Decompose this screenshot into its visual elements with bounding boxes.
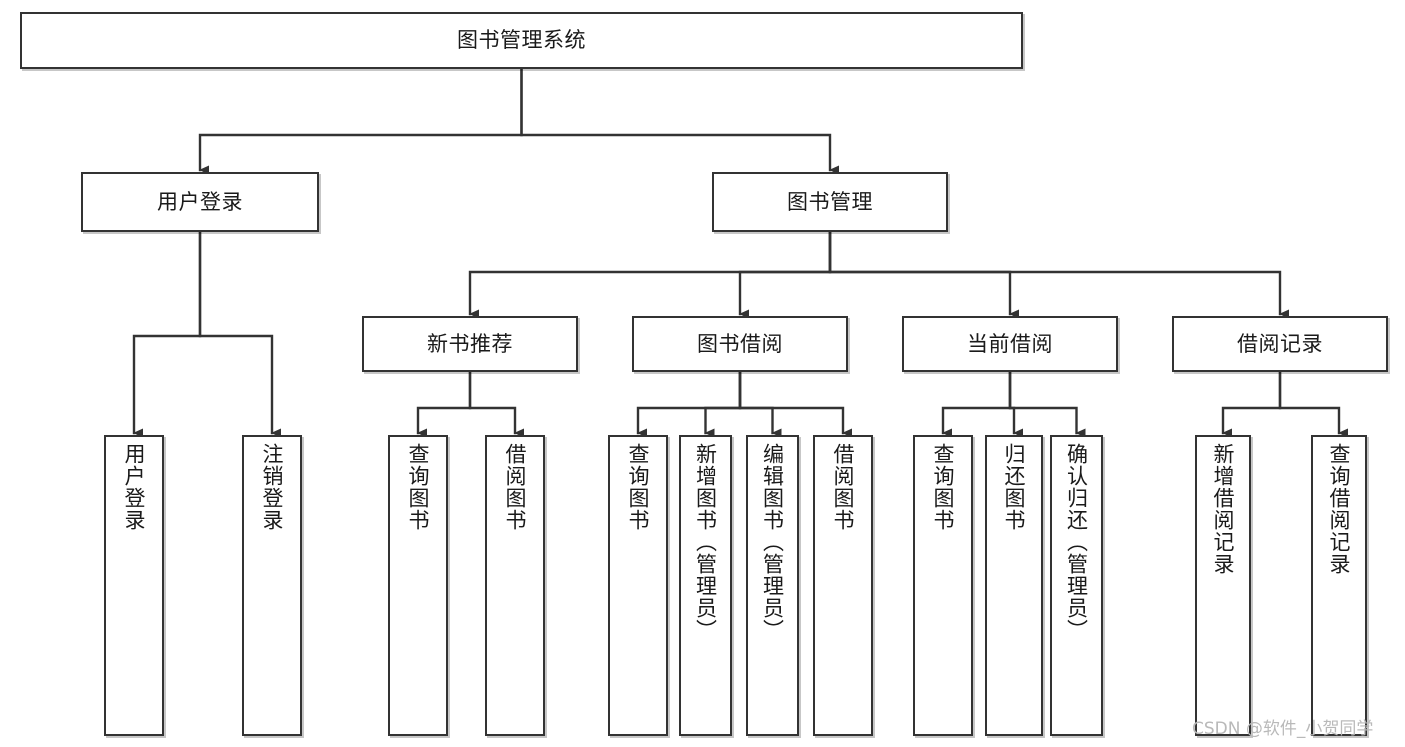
edge-user-login-to-leaf-user-logout [198, 230, 281, 438]
node-label-leaf-borrow-book-2: 借阅图书 [831, 443, 856, 531]
node-label-leaf-edit-book: 编辑图书（管理员） [760, 443, 785, 641]
edge-book-manage-to-borrow-record [828, 230, 1289, 319]
node-current-borrow[interactable]: 当前借阅 [902, 316, 1118, 372]
edge-book-manage-to-new-book-rec [468, 230, 832, 319]
node-label-leaf-borrow-book-1: 借阅图书 [503, 443, 528, 531]
edge-book-borrow-to-leaf-add-book [704, 370, 742, 438]
edge-book-manage-to-book-borrow [738, 230, 832, 319]
edge-book-borrow-to-leaf-edit-book [738, 370, 782, 438]
node-leaf-add-record[interactable]: 新增借阅记录 [1195, 435, 1251, 736]
node-label-leaf-add-book: 新增图书（管理员） [693, 443, 718, 641]
watermark-label: CSDN @软件_小贺同学 [1192, 719, 1374, 739]
node-leaf-edit-book[interactable]: 编辑图书（管理员） [746, 435, 799, 736]
node-leaf-query-book-3[interactable]: 查询图书 [913, 435, 973, 736]
node-leaf-borrow-book-2[interactable]: 借阅图书 [813, 435, 873, 736]
edge-current-borrow-to-leaf-query-book-3 [941, 370, 1012, 438]
node-book-manage[interactable]: 图书管理 [712, 172, 948, 232]
node-leaf-query-book-1[interactable]: 查询图书 [388, 435, 448, 736]
edge-current-borrow-to-leaf-return-book [1008, 370, 1023, 438]
node-leaf-borrow-book-1[interactable]: 借阅图书 [485, 435, 545, 736]
node-leaf-confirm-return[interactable]: 确认归还（管理员） [1050, 435, 1103, 736]
node-leaf-user-login[interactable]: 用户登录 [104, 435, 164, 736]
edge-current-borrow-to-leaf-confirm-return [1008, 370, 1086, 438]
node-label-borrow-record: 借阅记录 [1237, 331, 1323, 356]
node-label-book-manage: 图书管理 [787, 189, 873, 214]
node-label-leaf-confirm-return: 确认归还（管理员） [1064, 443, 1089, 641]
node-label-book-borrow: 图书借阅 [697, 331, 783, 356]
edge-root-to-user-login [198, 67, 523, 175]
node-label-new-book-rec: 新书推荐 [427, 331, 513, 356]
node-label-leaf-query-book-3: 查询图书 [931, 443, 956, 531]
node-label-root: 图书管理系统 [457, 28, 586, 53]
node-label-leaf-return-book: 归还图书 [1002, 443, 1027, 531]
edge-user-login-to-leaf-user-login [132, 230, 202, 438]
node-label-leaf-user-login: 用户登录 [122, 443, 147, 531]
node-new-book-rec[interactable]: 新书推荐 [362, 316, 578, 372]
edge-book-manage-to-current-borrow [828, 230, 1019, 319]
edge-borrow-record-to-leaf-add-record [1221, 370, 1282, 438]
node-label-user-login: 用户登录 [157, 189, 243, 214]
node-leaf-return-book[interactable]: 归还图书 [985, 435, 1043, 736]
node-leaf-query-record[interactable]: 查询借阅记录 [1311, 435, 1367, 736]
node-leaf-user-logout[interactable]: 注销登录 [242, 435, 302, 736]
node-leaf-query-book-2[interactable]: 查询图书 [608, 435, 668, 736]
edge-group [132, 67, 1348, 438]
node-borrow-record[interactable]: 借阅记录 [1172, 316, 1388, 372]
edge-new-book-rec-to-leaf-query-book-1 [416, 370, 472, 438]
edge-book-borrow-to-leaf-borrow-book-2 [738, 370, 852, 438]
node-label-leaf-query-record: 查询借阅记录 [1327, 443, 1352, 575]
node-label-leaf-query-book-1: 查询图书 [406, 443, 431, 531]
node-user-login[interactable]: 用户登录 [81, 172, 319, 232]
node-root[interactable]: 图书管理系统 [20, 12, 1023, 69]
edge-new-book-rec-to-leaf-borrow-book-1 [468, 370, 524, 438]
node-label-leaf-query-book-2: 查询图书 [626, 443, 651, 531]
node-label-leaf-add-record: 新增借阅记录 [1211, 443, 1236, 575]
edge-borrow-record-to-leaf-query-record [1278, 370, 1348, 438]
edge-root-to-book-manage [520, 67, 839, 175]
edge-book-borrow-to-leaf-query-book-2 [636, 370, 742, 438]
node-leaf-add-book[interactable]: 新增图书（管理员） [679, 435, 732, 736]
node-book-borrow[interactable]: 图书借阅 [632, 316, 848, 372]
node-label-leaf-user-logout: 注销登录 [260, 443, 285, 531]
node-label-current-borrow: 当前借阅 [967, 331, 1053, 356]
